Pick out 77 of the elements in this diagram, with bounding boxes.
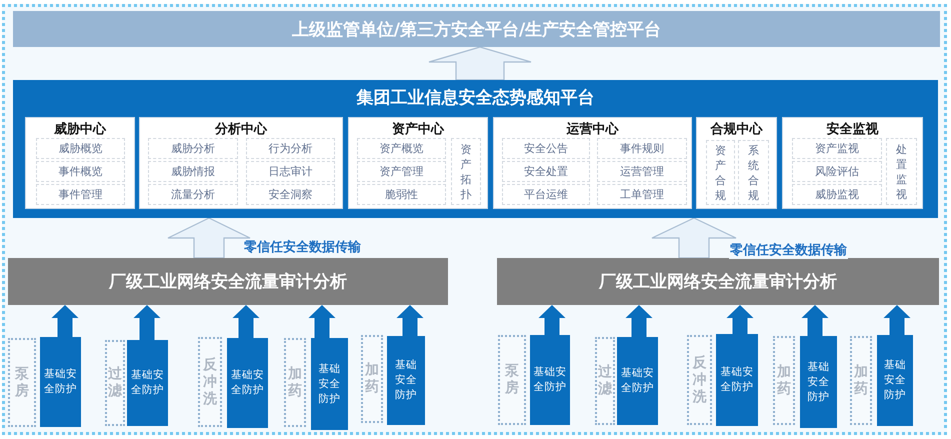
block-arrow	[626, 305, 652, 337]
protection-box: 基础安全防护	[40, 337, 81, 427]
section-bar: 厂级工业网络安全流量审计分析	[497, 258, 939, 305]
block-arrow	[802, 305, 828, 336]
dashed-box: 加药	[284, 338, 306, 427]
feature-tile: 资产拓扑	[451, 138, 481, 205]
dashed-box: 反冲洗	[687, 335, 712, 425]
module-panel	[139, 117, 343, 209]
module-panel	[493, 117, 692, 209]
edge-label: 零信任安全数据传输	[729, 243, 848, 259]
feature-tile: 事件概览	[36, 161, 125, 182]
feature-tile: 系统合规	[738, 140, 769, 205]
dashed-box: 加药	[850, 336, 872, 425]
feature-tile: 运营管理	[597, 161, 687, 182]
block-arrow	[52, 305, 78, 337]
platform-panel	[13, 80, 938, 218]
module-panel	[696, 117, 777, 209]
panel-title: 集团工业信息安全态势感知平台	[355, 88, 596, 108]
feature-tile: 威胁情报	[148, 161, 238, 182]
protection-box: 基础安全防护	[716, 334, 758, 426]
feature-tile: 威胁分析	[148, 138, 238, 159]
module-title: 合规中心	[709, 122, 764, 138]
block-arrow	[308, 305, 336, 338]
block-arrow	[884, 305, 910, 335]
protection-box: 基础安全防护	[530, 335, 570, 425]
feature-tile: 日志审计	[246, 161, 335, 182]
banner: 上级监管单位/第三方安全平台/生产安全管控平台	[13, 11, 940, 47]
block-arrow	[232, 305, 260, 338]
feature-tile: 行为分析	[246, 138, 335, 159]
module-panel	[25, 117, 135, 209]
feature-tile: 安全公告	[502, 138, 590, 159]
module-panel	[348, 117, 488, 209]
feature-tile: 资产合规	[706, 140, 735, 205]
feature-tile: 风险评估	[792, 161, 882, 182]
protection-box: 基础安全防护	[311, 338, 348, 430]
module-title: 资产中心	[391, 122, 446, 138]
hollow-arrow	[167, 217, 251, 259]
feature-tile: 平台运维	[502, 184, 590, 205]
block-arrow	[538, 305, 566, 335]
dashed-box: 泵房	[8, 338, 36, 427]
protection-box: 基础安全防护	[387, 336, 425, 425]
protection-box: 基础安全防护	[127, 340, 168, 426]
module-panel	[782, 117, 923, 209]
feature-tile: 资产概览	[357, 138, 446, 159]
feature-tile: 事件规则	[597, 138, 687, 159]
feature-tile: 脆弱性	[357, 184, 446, 205]
protection-box: 基础安全防护	[800, 336, 837, 428]
feature-tile: 安全洞察	[246, 184, 335, 205]
dashed-box: 过滤	[595, 337, 615, 425]
dashed-box: 泵房	[498, 335, 526, 425]
protection-box: 基础安全防护	[877, 335, 913, 426]
protection-box: 基础安全防护	[617, 337, 658, 425]
protection-box: 基础安全防护	[227, 338, 268, 428]
dashed-box: 反冲洗	[198, 337, 222, 427]
block-arrow	[726, 305, 754, 334]
feature-tile: 资产监视	[792, 138, 882, 159]
feature-tile: 资产管理	[357, 161, 446, 182]
feature-tile: 安全处置	[502, 161, 590, 182]
feature-tile: 威胁概览	[36, 138, 125, 159]
feature-tile: 工单管理	[597, 184, 687, 205]
edge-label: 零信任安全数据传输	[243, 240, 362, 256]
block-arrow	[396, 305, 424, 336]
dashed-box: 加药	[361, 335, 383, 423]
feature-tile: 事件管理	[36, 184, 125, 205]
dashed-box: 加药	[773, 336, 795, 425]
module-title: 分析中心	[214, 122, 268, 138]
feature-tile: 处置监视	[886, 138, 917, 205]
feature-tile: 威胁监视	[792, 184, 882, 205]
hollow-arrow	[651, 217, 737, 259]
block-arrow	[134, 305, 160, 340]
hollow-arrow	[428, 46, 532, 81]
feature-tile: 流量分析	[148, 184, 238, 205]
module-title: 运营中心	[566, 122, 620, 138]
module-title: 安全监视	[826, 122, 880, 138]
module-title: 威胁中心	[53, 122, 108, 138]
section-bar: 厂级工业网络安全流量审计分析	[8, 258, 448, 305]
dashed-box: 过滤	[105, 340, 125, 426]
